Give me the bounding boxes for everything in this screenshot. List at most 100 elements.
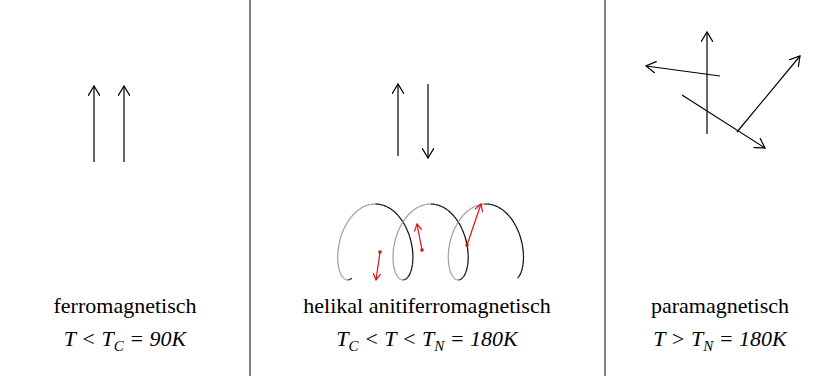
helix-segment <box>370 204 372 205</box>
caption-line: TC< T < TN= 180K <box>336 326 518 359</box>
helix-segment <box>449 269 451 270</box>
helix-segment <box>337 261 338 263</box>
helix-segment <box>338 246 340 248</box>
helix-segment <box>437 204 439 206</box>
helix-segment <box>392 254 393 256</box>
helix-segment <box>398 277 400 279</box>
helix-segment <box>409 274 411 275</box>
helix-segment <box>366 205 368 207</box>
helix-segment <box>465 240 467 242</box>
helix-segment <box>412 263 413 265</box>
helix-segment <box>346 223 347 225</box>
helix-segment <box>457 223 458 225</box>
temperature-range: = 180K <box>719 326 787 351</box>
helix-segment <box>521 269 523 270</box>
spin-arrow <box>646 66 720 76</box>
helix-segment <box>443 207 445 209</box>
helix-segment <box>385 205 387 207</box>
helix-segment <box>442 206 444 208</box>
helix-segment <box>459 220 460 222</box>
helix-segment <box>467 210 468 211</box>
helix-segment <box>451 236 453 238</box>
helix-segment <box>393 250 394 252</box>
helix-segment <box>344 225 346 227</box>
helix-segment <box>448 210 449 211</box>
helix-segment <box>453 228 455 230</box>
helix-segment <box>394 240 396 242</box>
helix-segment <box>393 244 395 246</box>
helix-segment <box>478 204 480 206</box>
helix-segment <box>404 279 406 281</box>
helix-segment <box>392 210 393 211</box>
helix-segment <box>375 203 377 204</box>
helix-segment <box>395 274 397 275</box>
helix-segment <box>343 278 345 280</box>
helix-segment <box>338 244 340 246</box>
temperature-range: T > T <box>653 326 703 351</box>
helix-segment <box>407 230 409 232</box>
helix-segment <box>405 227 407 229</box>
caption-line: T > TN = 180K <box>653 326 786 359</box>
helix-segment <box>396 234 398 236</box>
helix-segment <box>455 279 457 281</box>
helix-segment <box>440 205 442 207</box>
helix-segment <box>412 259 413 261</box>
helix-segment <box>435 204 437 206</box>
helix-segment <box>404 218 405 220</box>
helix-segment <box>338 266 339 268</box>
divider <box>605 0 606 376</box>
helix-segment <box>467 252 468 254</box>
helix-segment <box>391 209 392 210</box>
spin-arrow-red <box>467 204 481 245</box>
helix-segment <box>507 214 508 215</box>
helix-segment <box>467 254 468 256</box>
helix-segment <box>448 246 450 248</box>
helix-segment <box>468 256 469 258</box>
helix-segment <box>522 266 523 268</box>
spin-origin <box>466 244 468 246</box>
helix-segment <box>521 270 523 271</box>
helix-segment <box>461 217 462 219</box>
helix-segment <box>448 248 449 250</box>
subscript: N <box>703 338 713 354</box>
helix-segment <box>345 279 347 280</box>
helix-segment <box>397 230 399 232</box>
helix-segment <box>439 205 441 207</box>
helix-segment <box>363 206 365 208</box>
helix-segment <box>406 277 408 279</box>
helix-segment <box>339 272 341 273</box>
helix-segment <box>396 232 398 234</box>
helix-segment <box>454 217 455 219</box>
helix-segment <box>503 210 504 211</box>
helix-segment <box>349 218 350 220</box>
spin-arrow <box>123 86 124 162</box>
helix-segment <box>445 208 446 210</box>
helix-segment <box>397 275 399 277</box>
helix-segment <box>341 232 343 234</box>
helix-segment <box>394 270 396 271</box>
helix-segment <box>497 206 499 208</box>
helix-segment <box>424 204 426 206</box>
helix-segment <box>432 203 434 204</box>
helix-segment <box>446 209 447 210</box>
helix-segment <box>504 211 505 212</box>
helix-segment <box>398 278 400 280</box>
helix-segment <box>377 203 379 204</box>
helix-segment <box>392 256 393 258</box>
spin-arrow <box>706 32 707 134</box>
helix-segment <box>466 267 468 268</box>
helix-segment <box>406 217 407 219</box>
helix-segment <box>427 203 429 204</box>
helix-segment <box>448 256 449 258</box>
helix-segment <box>394 211 395 212</box>
helix-segment <box>340 236 342 238</box>
helix-segment <box>468 257 469 259</box>
helix-segment <box>451 274 453 275</box>
helix-segment <box>458 221 459 223</box>
helix-segment <box>338 264 339 266</box>
helix-segment <box>486 203 488 204</box>
helix-segment <box>453 230 455 232</box>
helix-segment <box>408 274 410 276</box>
helix-segment <box>411 211 412 212</box>
helix-segment <box>338 248 339 250</box>
